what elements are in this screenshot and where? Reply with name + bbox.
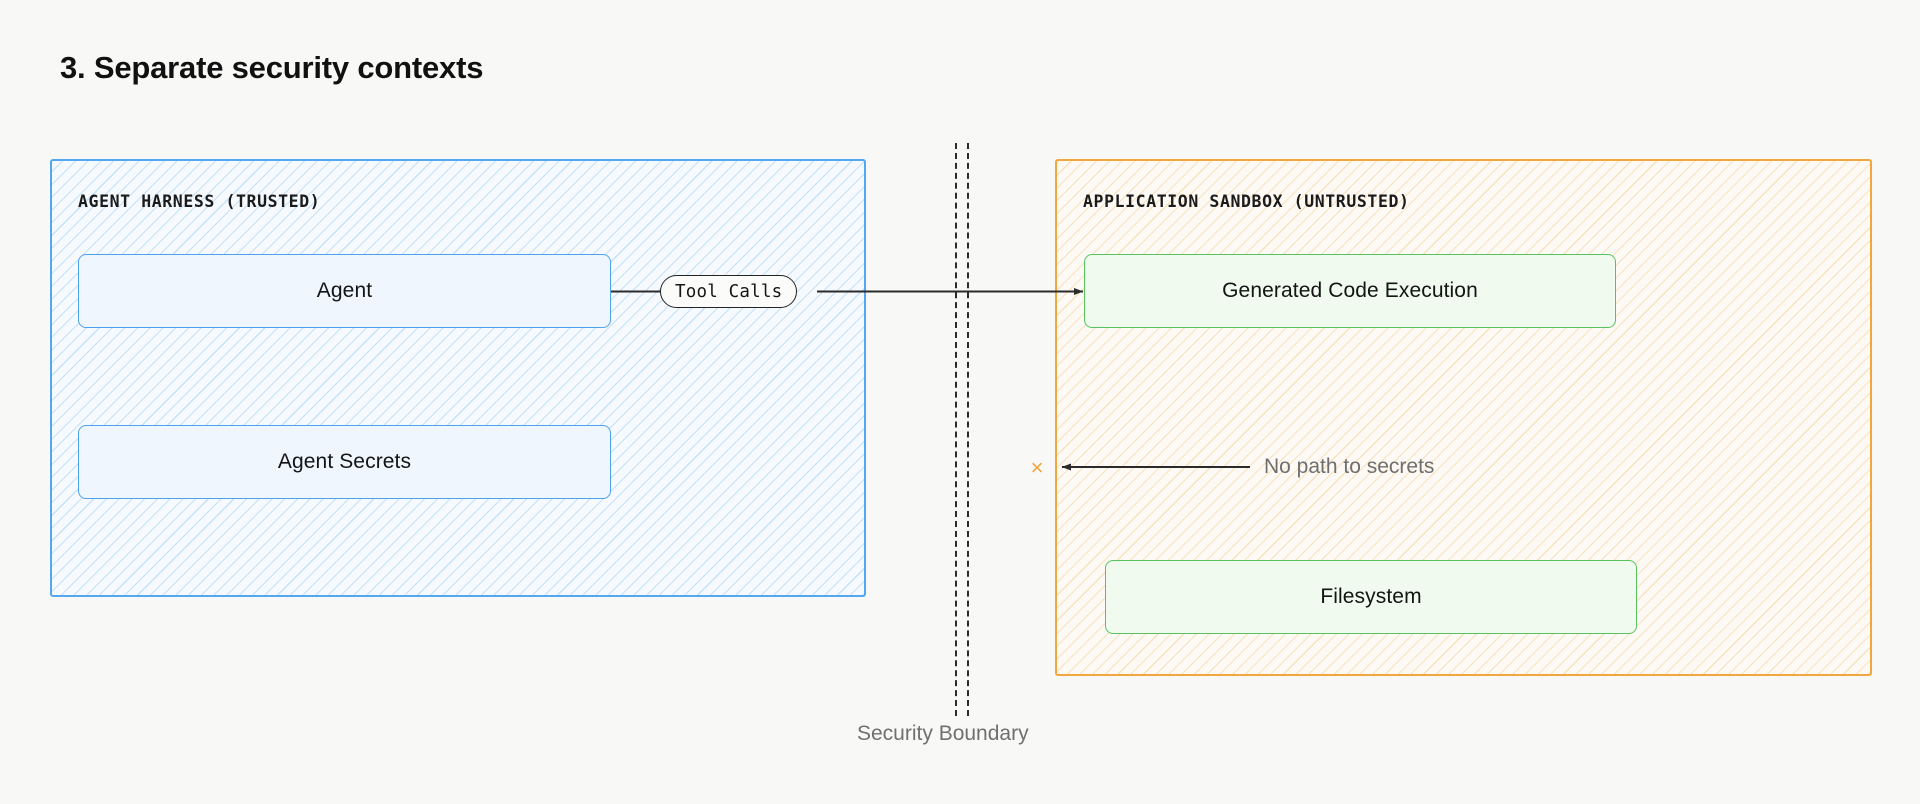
page-title: 3. Separate security contexts <box>60 50 484 85</box>
zone-agent-harness-trusted: AGENT HARNESS (TRUSTED) <box>50 159 866 597</box>
node-agent-secrets-label: Agent Secrets <box>277 450 412 473</box>
security-boundary-line-right <box>967 143 969 716</box>
node-generated-code-execution[interactable]: Generated Code Execution <box>1084 254 1616 328</box>
security-boundary-label: Security Boundary <box>857 722 1029 745</box>
security-boundary-line-left <box>955 143 957 716</box>
edge-label-tool-calls: Tool Calls <box>660 275 798 308</box>
node-filesystem-label: Filesystem <box>1320 585 1422 608</box>
zone-label-trusted: AGENT HARNESS (TRUSTED) <box>78 192 321 211</box>
zone-label-untrusted: APPLICATION SANDBOX (UNTRUSTED) <box>1083 192 1410 211</box>
node-agent[interactable]: Agent <box>78 254 611 328</box>
node-agent-secrets[interactable]: Agent Secrets <box>78 425 611 499</box>
blocked-cross-icon: × <box>1030 455 1044 480</box>
node-agent-label: Agent <box>316 279 373 302</box>
node-filesystem[interactable]: Filesystem <box>1105 560 1637 634</box>
edge-label-no-path-to-secrets: No path to secrets <box>1264 455 1435 478</box>
node-generated-code-execution-label: Generated Code Execution <box>1222 279 1478 302</box>
